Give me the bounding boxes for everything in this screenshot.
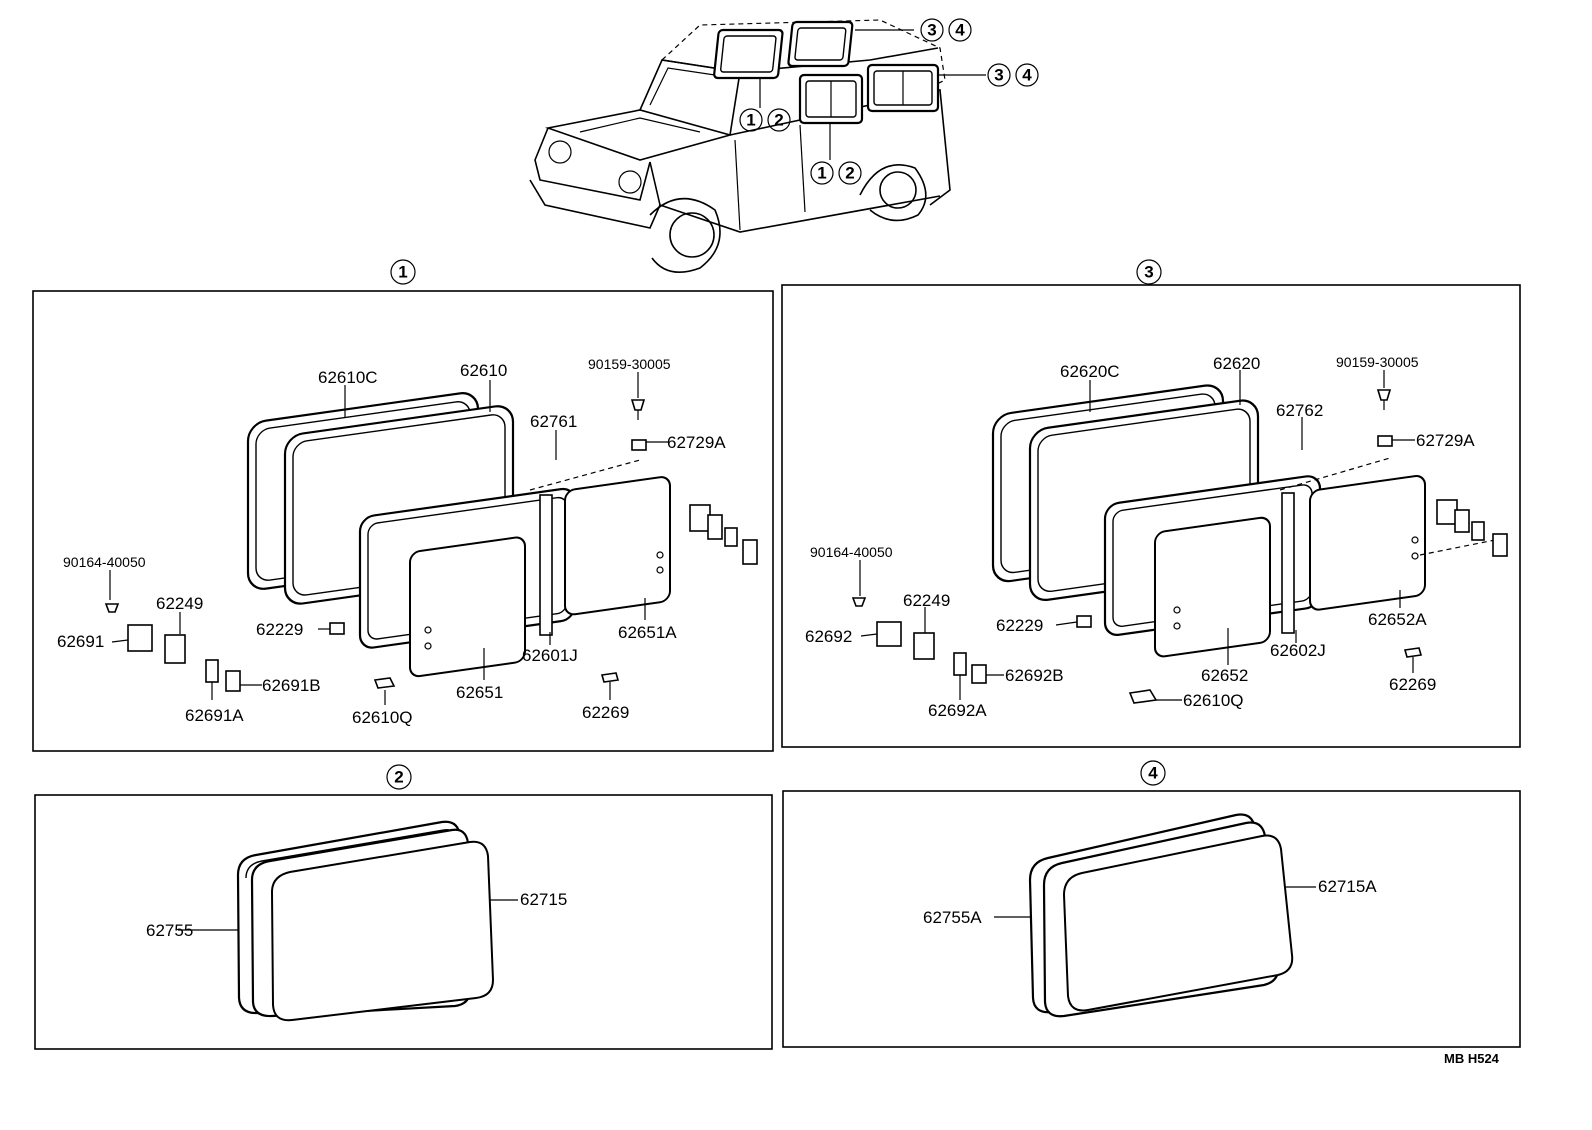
label-stopper: 62229 bbox=[256, 620, 303, 639]
label-screw-left: 90164-40050 bbox=[810, 544, 893, 560]
label-inner-frame: 62761 bbox=[530, 412, 577, 431]
label-screw-top: 90159-30005 bbox=[1336, 354, 1419, 370]
svg-text:1: 1 bbox=[817, 164, 826, 183]
svg-text:2: 2 bbox=[394, 768, 403, 787]
label-outer-frame: 62610C bbox=[318, 368, 378, 387]
overview-callout-roof: 3 4 bbox=[920, 18, 972, 42]
svg-text:2: 2 bbox=[774, 111, 783, 130]
label-clip-top: 62729A bbox=[1416, 431, 1475, 450]
svg-text:4: 4 bbox=[955, 21, 965, 40]
label-bumper: 62610Q bbox=[352, 708, 413, 727]
label-glass-front: 62651 bbox=[456, 683, 503, 702]
svg-text:2: 2 bbox=[845, 164, 854, 183]
svg-text:3: 3 bbox=[994, 66, 1003, 85]
svg-text:4: 4 bbox=[1148, 764, 1158, 783]
panel-2-number: 2 bbox=[386, 764, 412, 790]
label-glass-front: 62652 bbox=[1201, 666, 1248, 685]
label-seal: 62755A bbox=[923, 908, 982, 927]
svg-text:1: 1 bbox=[746, 111, 755, 130]
vehicle-illustration bbox=[529, 19, 986, 274]
svg-text:3: 3 bbox=[1144, 263, 1153, 282]
label-frame: 62610 bbox=[460, 361, 507, 380]
label-glass: 62715A bbox=[1318, 877, 1377, 896]
panel-3-number: 3 bbox=[1136, 259, 1162, 285]
label-latch: 62692 bbox=[805, 627, 852, 646]
label-screw-left: 90164-40050 bbox=[63, 554, 146, 570]
label-bracket: 62249 bbox=[903, 591, 950, 610]
label-latch-part: 62692B bbox=[1005, 666, 1064, 685]
panel-1: 1 bbox=[32, 259, 774, 752]
panel-4: 4 62755A 62715A bbox=[782, 760, 1521, 1048]
svg-text:4: 4 bbox=[1022, 66, 1032, 85]
panel-2: 2 62755 62715 bbox=[34, 764, 773, 1050]
label-outer-frame: 62620C bbox=[1060, 362, 1120, 381]
label-glass-rear: 62651A bbox=[618, 623, 677, 642]
label-glass: 62715 bbox=[520, 890, 567, 909]
svg-text:3: 3 bbox=[927, 21, 936, 40]
label-screw-top: 90159-30005 bbox=[588, 356, 671, 372]
overview-callout-front-side-lower: 1 2 bbox=[810, 161, 862, 185]
label-plate: 62692A bbox=[928, 701, 987, 720]
label-plate: 62691A bbox=[185, 706, 244, 725]
svg-text:1: 1 bbox=[398, 263, 407, 282]
label-bracket: 62249 bbox=[156, 594, 203, 613]
label-guide: 62269 bbox=[582, 703, 629, 722]
panel-3: 3 bbox=[781, 259, 1521, 748]
panel-1-number: 1 bbox=[390, 259, 416, 285]
label-clip-top: 62729A bbox=[667, 433, 726, 452]
label-inner-frame: 62762 bbox=[1276, 401, 1323, 420]
label-frame: 62620 bbox=[1213, 354, 1260, 373]
label-channel: 62601J bbox=[522, 646, 578, 665]
label-latch-part: 62691B bbox=[262, 676, 321, 695]
label-bumper: 62610Q bbox=[1183, 691, 1244, 710]
label-seal: 62755 bbox=[146, 921, 193, 940]
label-channel: 62602J bbox=[1270, 641, 1326, 660]
label-stopper: 62229 bbox=[996, 616, 1043, 635]
overview-callout-rear-side: 3 4 bbox=[987, 63, 1039, 87]
label-glass-rear: 62652A bbox=[1368, 610, 1427, 629]
label-guide: 62269 bbox=[1389, 675, 1436, 694]
panel-4-number: 4 bbox=[1140, 760, 1166, 786]
label-latch: 62691 bbox=[57, 632, 104, 651]
overview-callout-front-side-upper: 1 2 bbox=[739, 108, 791, 132]
diagram-code: MB H524 bbox=[1444, 1051, 1500, 1066]
